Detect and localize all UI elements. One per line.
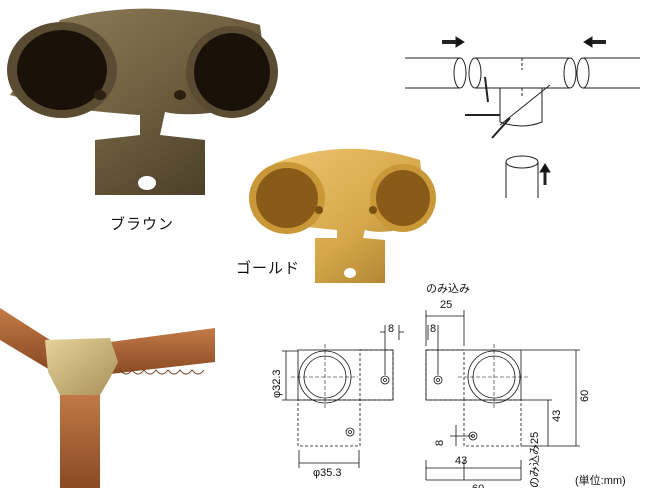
brown-elbow-image <box>7 8 278 195</box>
right-screw-offset-top: 8 <box>430 323 436 335</box>
gold-elbow-image <box>249 148 436 283</box>
arrow-right-icon <box>442 36 465 48</box>
screw-icon <box>465 76 551 139</box>
insertion-depth-side: のみ込み25 <box>528 432 541 488</box>
left-screw-offset: 8 <box>388 323 394 335</box>
right-screw-offset-side: 8 <box>434 440 446 446</box>
right-total-width: 60 <box>472 483 484 488</box>
dimension-drawing: 8 φ32.3 φ35.3 のみ込み 25 8 8 43 60 43 60 のみ… <box>271 282 591 488</box>
insertion-depth: 25 <box>440 299 452 311</box>
right-height: 43 <box>551 410 563 422</box>
left-inner-diameter: φ35.3 <box>313 467 342 479</box>
left-dimension-view <box>282 325 404 468</box>
assembly-diagram <box>405 36 640 198</box>
insertion-label: のみ込み <box>426 282 470 295</box>
arrow-up-icon <box>539 163 551 185</box>
rail-installation-image <box>0 308 215 488</box>
brown-label: ブラウン <box>110 216 175 233</box>
unit-note: (単位:mm) <box>575 475 626 487</box>
gold-label: ゴールド <box>236 260 301 277</box>
arrow-left-icon <box>583 36 606 48</box>
right-dimension-view <box>425 310 580 481</box>
right-width: 43 <box>455 455 467 467</box>
right-total-height: 60 <box>579 390 591 402</box>
left-outer-diameter: φ32.3 <box>271 369 283 398</box>
